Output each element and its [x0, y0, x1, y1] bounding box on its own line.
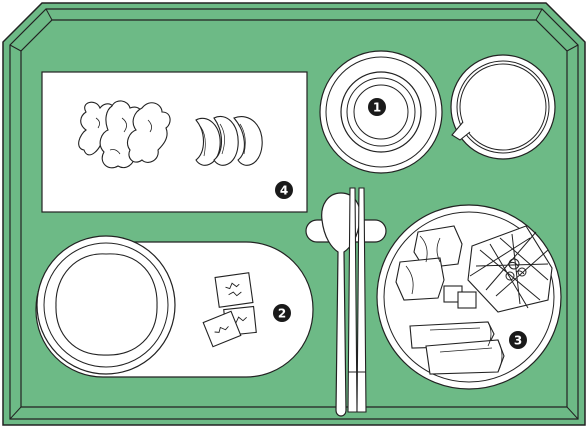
cup-icon [451, 55, 555, 159]
tofu-piece [396, 258, 444, 300]
marker-1: 1 [368, 98, 386, 116]
rect-plate [42, 72, 307, 212]
pancake [56, 254, 157, 355]
round-plate [377, 205, 561, 389]
marker-1-label: 1 [373, 101, 381, 115]
marker-3: 3 [509, 331, 527, 349]
roll [426, 340, 504, 374]
marker-4-label: 4 [280, 184, 288, 198]
marker-2: 2 [273, 304, 291, 322]
seaweed-square [215, 273, 253, 307]
marker-4: 4 [275, 181, 293, 199]
small-cube [458, 292, 476, 308]
oval-platter [36, 236, 313, 377]
marker-3-label: 3 [514, 334, 522, 348]
marker-2-label: 2 [278, 307, 286, 321]
